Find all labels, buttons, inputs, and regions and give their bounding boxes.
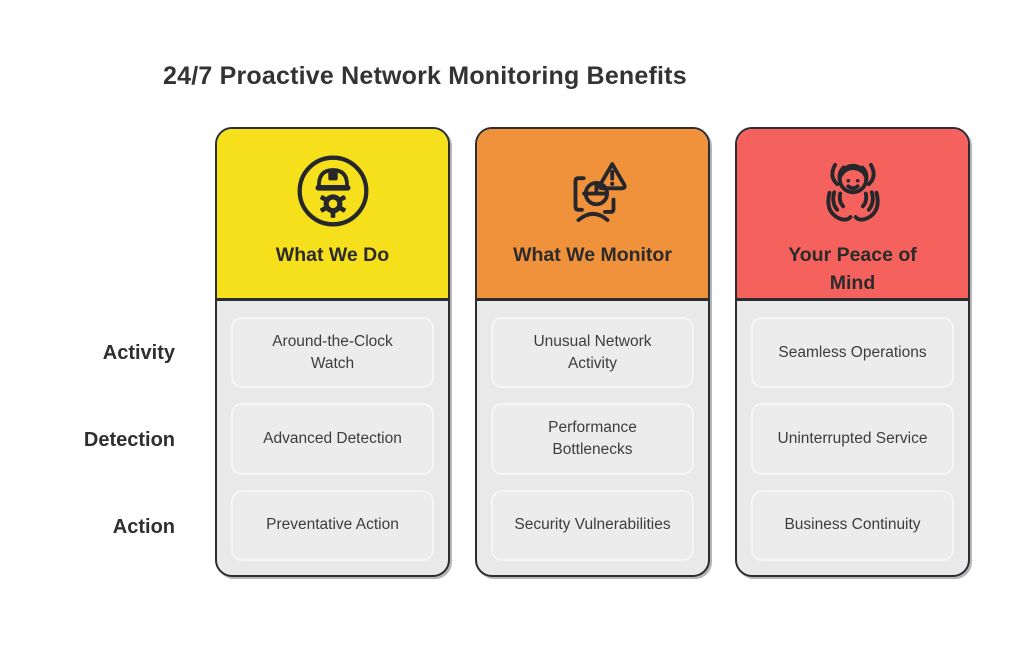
caring-hands-icon [811, 149, 895, 233]
benefit-advanced-detection: Advanced Detection [231, 403, 434, 475]
card-what-we-monitor-title: What We Monitor [513, 244, 672, 266]
row-label-detection: Detection [83, 429, 175, 451]
benefit-uninterrupted-service: Uninterrupted Service [751, 403, 954, 475]
card-what-we-monitor-body: Unusual Network Activity Performance Bot… [477, 301, 708, 575]
card-your-peace-of-mind-title: Your Peace of Mind [788, 244, 917, 294]
page-title: 24/7 Proactive Network Monitoring Benefi… [163, 62, 687, 90]
network-alert-icon [551, 149, 635, 233]
benefit-security-vulnerabilities: Security Vulnerabilities [491, 489, 694, 561]
card-your-peace-of-mind: Your Peace of Mind Seamless Operations U… [735, 127, 970, 577]
card-what-we-monitor-header: What We Monitor [477, 129, 708, 301]
row-label-activity: Activity [102, 342, 175, 364]
card-what-we-do-title: What We Do [275, 244, 390, 266]
card-what-we-monitor: What We Monitor Unusual Network Activity… [475, 127, 710, 577]
row-label-action: Action [112, 516, 175, 538]
benefit-seamless-operations: Seamless Operations [751, 317, 954, 389]
benefit-unusual-network-activity: Unusual Network Activity [491, 317, 694, 389]
card-your-peace-of-mind-body: Seamless Operations Uninterrupted Servic… [737, 301, 968, 575]
benefit-around-the-clock-watch: Around-the-Clock Watch [231, 317, 434, 389]
card-what-we-do: What We Do Around-the-Clock Watch Advanc… [215, 127, 450, 577]
hardhat-gear-icon [291, 149, 375, 233]
card-what-we-do-header: What We Do [217, 129, 448, 301]
benefit-business-continuity: Business Continuity [751, 489, 954, 561]
card-what-we-do-body: Around-the-Clock Watch Advanced Detectio… [217, 301, 448, 575]
card-your-peace-of-mind-header: Your Peace of Mind [737, 129, 968, 301]
benefit-preventative-action: Preventative Action [231, 489, 434, 561]
benefit-performance-bottlenecks: Performance Bottlenecks [491, 403, 694, 475]
